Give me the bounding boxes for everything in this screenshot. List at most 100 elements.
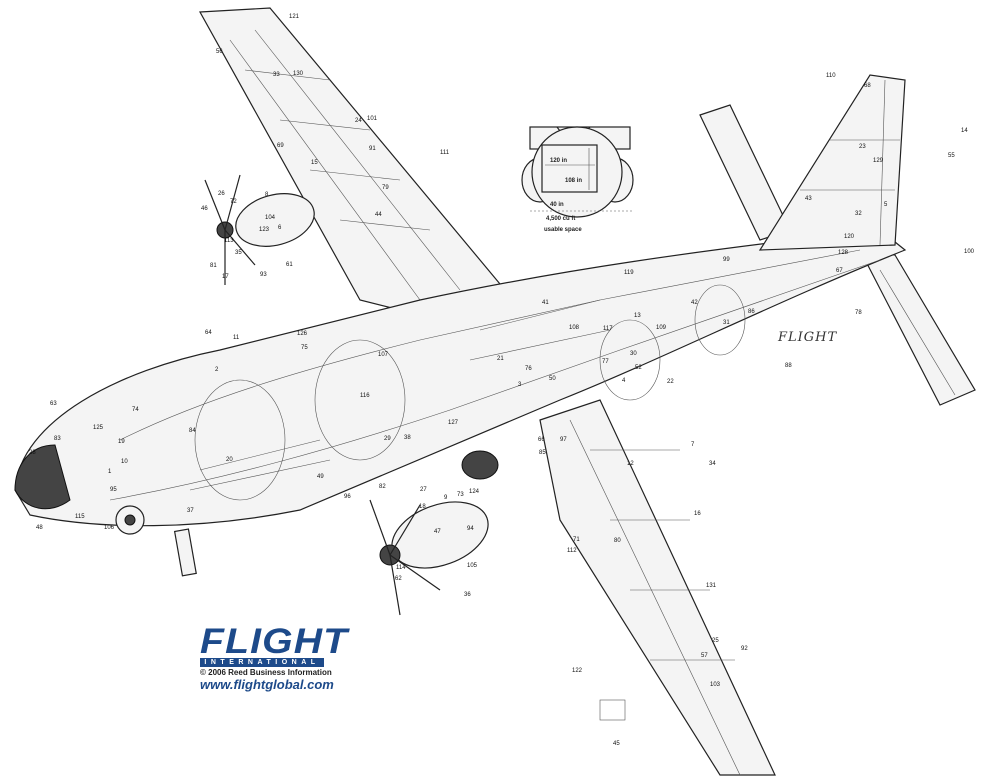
logo-subtitle: INTERNATIONAL [200,658,324,667]
part-callout-number: 78 [855,310,862,316]
part-callout-number: 115 [75,514,85,520]
part-callout-number: 42 [691,300,698,306]
part-callout-number: 121 [289,14,300,20]
part-callout-number: 93 [260,272,267,278]
part-callout-number: 23 [859,144,866,150]
part-callout-number: 5 [884,202,888,208]
starboard-engine [369,450,499,616]
part-callout-number: 109 [656,325,667,331]
port-wing [199,7,506,321]
flight-international-logo: FLIGHT INTERNATIONAL © 2006 Reed Busines… [200,624,347,692]
part-callout-number: 31 [723,320,730,326]
website-link[interactable]: www.flightglobal.com [200,677,334,692]
part-callout-number: 66 [538,437,545,443]
artist-mark: FLIGHT [778,330,838,345]
inset-width-label: 120 in [550,158,567,164]
part-callout-number: 106 [104,525,115,531]
part-callout-number: 76 [525,366,532,372]
part-callout-number: 46 [201,206,208,212]
part-callout-number: 83 [54,436,61,442]
part-callout-number: 43 [805,196,812,202]
part-callout-number: 68 [864,83,871,89]
part-callout-number: 114 [396,565,406,571]
starboard-wing [539,399,776,776]
part-callout-number: 122 [572,668,583,674]
part-callout-number: 28 [29,450,36,456]
part-callout-number: 6 [278,225,282,231]
part-callout-number: 88 [785,363,792,369]
part-callout-number: 48 [36,525,43,531]
part-callout-number: 24 [355,118,362,124]
part-callout-number: 35 [235,250,242,256]
part-callout-number: 47 [434,529,441,535]
part-callout-number: 120 [844,234,855,240]
logo-wordmark: FLIGHT [200,622,349,661]
part-callout-number: 74 [132,407,139,413]
part-callout-number: 110 [826,73,836,79]
part-callout-number: 80 [614,538,621,544]
part-callout-number: 82 [379,484,386,490]
part-callout-number: 13 [634,313,641,319]
part-callout-number: 9 [444,495,448,501]
part-callout-number: 25 [712,638,719,644]
part-callout-number: 50 [549,376,556,382]
part-callout-number: 111 [440,150,450,156]
part-callout-number: 61 [286,262,293,268]
part-callout-number: 107 [378,352,389,358]
part-callout-number: 26 [218,191,225,197]
vertical-fin [758,74,906,251]
part-callout-number: 79 [382,185,389,191]
part-callout-number: 91 [369,146,376,152]
part-callout-number: 15 [311,160,318,166]
part-callout-number: 57 [701,653,708,659]
part-callout-number: 20 [226,457,233,463]
part-callout-number: 44 [375,212,382,218]
part-callout-number: 95 [110,487,117,493]
part-callout-number: 119 [624,270,634,276]
part-callout-number: 11 [233,335,240,341]
part-callout-number: 131 [706,583,717,589]
part-callout-number: 77 [602,359,609,365]
part-callout-number: 86 [748,309,755,315]
part-callouts: 1234567891011121314151617181920212223242… [29,14,975,747]
part-callout-number: 105 [467,563,478,569]
part-callout-number: 30 [630,351,637,357]
part-callout-number: 10 [121,459,128,465]
part-callout-number: 92 [741,646,748,652]
part-callout-number: 112 [567,548,577,554]
part-callout-number: 32 [855,211,862,217]
part-callout-number: 36 [464,592,471,598]
tailplane [699,104,976,406]
part-callout-number: 100 [964,249,975,255]
part-callout-number: 49 [317,474,324,480]
part-callout-number: 52 [635,365,642,371]
part-callout-number: 17 [222,274,229,280]
part-callout-number: 33 [273,72,280,78]
part-callout-number: 38 [404,435,411,441]
copyright-notice: © 2006 Reed Business Information [200,668,332,677]
part-callout-number: 71 [573,537,580,543]
part-callout-number: 37 [187,508,194,514]
part-callout-number: 56 [216,49,223,55]
part-callout-number: 7 [691,442,695,448]
part-callout-number: 103 [710,682,721,688]
part-callout-number: 130 [293,71,304,77]
inset-volume-label: 4,500 cu ft [546,216,575,222]
inset-height-label: 108 in [565,178,582,184]
part-callout-number: 84 [189,428,196,434]
part-callout-number: 129 [873,158,884,164]
part-callout-number: 64 [205,330,212,336]
part-callout-number: 14 [961,128,968,134]
part-callout-number: 8 [265,192,269,198]
inset-floor-label: 40 in [550,202,564,208]
part-callout-number: 27 [420,487,427,493]
part-callout-number: 19 [118,439,125,445]
part-callout-number: 55 [948,153,955,159]
part-callout-number: 101 [367,116,378,122]
cross-section-inset: 120 in 108 in 40 in 4,500 cu ft usable s… [521,126,634,233]
part-callout-number: 85 [539,450,546,456]
part-callout-number: 75 [301,345,308,351]
inset-space-label: usable space [544,227,582,233]
part-callout-number: 116 [360,393,370,399]
part-callout-number: 126 [297,331,308,337]
